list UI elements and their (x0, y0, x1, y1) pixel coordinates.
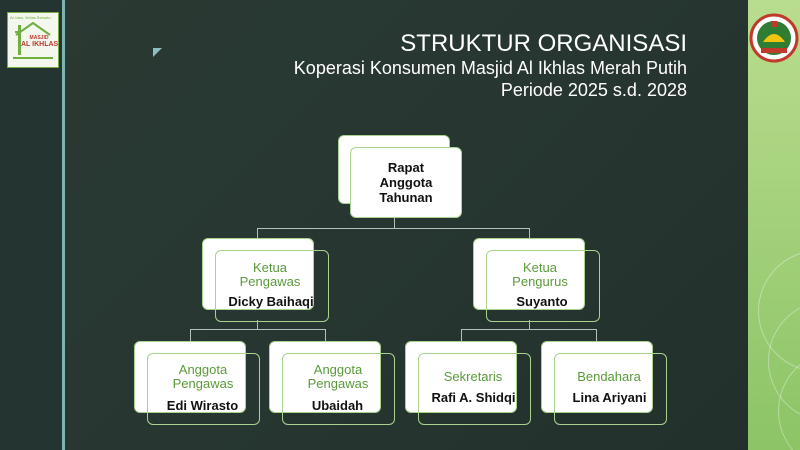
anggota-pengawas-1-role: Anggota Pengawas (140, 363, 266, 391)
connector-line (394, 217, 395, 229)
slide-title: STRUKTUR ORGANISASI (400, 30, 687, 57)
masjid-logo-name-2: AL IKHLAS (21, 41, 59, 48)
emblem-icon (749, 13, 799, 63)
org-box-ketua-pengurus (486, 250, 600, 322)
anggota-pengawas-2-role-line1: Anggota (313, 362, 363, 377)
sekretaris-role: Sekretaris (443, 369, 503, 384)
ketua-pengawas-name: Dicky Baihaqi (228, 294, 314, 309)
org-box-ketua-pengawas (215, 250, 329, 322)
left-accent-line (62, 0, 65, 450)
anggota-pengawas-2-role: Anggota Pengawas (275, 363, 401, 391)
ketua-pengurus-role-line2: Pengurus (512, 274, 568, 289)
root-label-line3: Tahunan (379, 190, 433, 205)
connector-line (257, 228, 530, 229)
bendahara-role: Bendahara (577, 369, 641, 384)
ketua-pengurus-role-line1: Ketua (523, 260, 557, 275)
anggota-pengawas-1-name: Edi Wirasto (166, 398, 239, 413)
sekretaris-name: Rafi A. Shidqi (431, 390, 516, 405)
connector-line (325, 329, 326, 341)
org-box-anggota-pengawas-2 (282, 353, 395, 425)
ketua-pengawas-role-line1: Ketua (253, 260, 287, 275)
slide-subtitle-line1: Koperasi Konsumen Masjid Al Ikhlas Merah… (293, 58, 687, 78)
bendahara-name: Lina Ariyani (572, 390, 647, 405)
ketua-pengurus-role: Ketua Pengurus (477, 261, 603, 289)
root-label-line1: Rapat (387, 160, 425, 175)
root-label: Rapat Anggota Tahunan (379, 160, 432, 205)
slide-subtitle-line2: Periode 2025 s.d. 2028 (500, 80, 687, 100)
org-box-anggota-pengawas-1 (147, 353, 260, 425)
anggota-pengawas-2-name: Ubaidah (311, 398, 364, 413)
anggota-pengawas-1-role-line2: Pengawas (172, 376, 234, 391)
connector-line (257, 320, 258, 330)
ketua-pengurus-name: Suyanto (516, 294, 568, 309)
masjid-logo: Ar-Idau, Ikhlas Bersatu MASJID AL IKHLAS (7, 12, 59, 68)
accent-triangle (153, 48, 162, 57)
mosque-icon (13, 21, 53, 59)
ketua-pengawas-role-line2: Pengawas (239, 274, 301, 289)
masjid-logo-name-1: MASJID (29, 35, 49, 41)
ketua-pengawas-role: Ketua Pengawas (207, 261, 333, 289)
root-label-line2: Anggota (379, 175, 433, 190)
connector-line (596, 329, 597, 341)
org-box-bendahara (554, 353, 667, 425)
connector-line (461, 329, 462, 341)
connector-line (257, 228, 258, 238)
connector-line (529, 228, 530, 238)
connector-line (190, 329, 326, 330)
masjid-logo-top-text: Ar-Idau, Ikhlas Bersatu (10, 15, 51, 20)
anggota-pengawas-1-role-line1: Anggota (178, 362, 228, 377)
org-box-sekretaris (418, 353, 531, 425)
right-decor-panel (748, 0, 800, 450)
anggota-pengawas-2-role-line2: Pengawas (307, 376, 369, 391)
connector-line (461, 329, 597, 330)
connector-line (190, 329, 191, 341)
org-box-root: Rapat Anggota Tahunan (350, 147, 462, 218)
left-side-bar (0, 0, 62, 450)
connector-line (529, 320, 530, 330)
